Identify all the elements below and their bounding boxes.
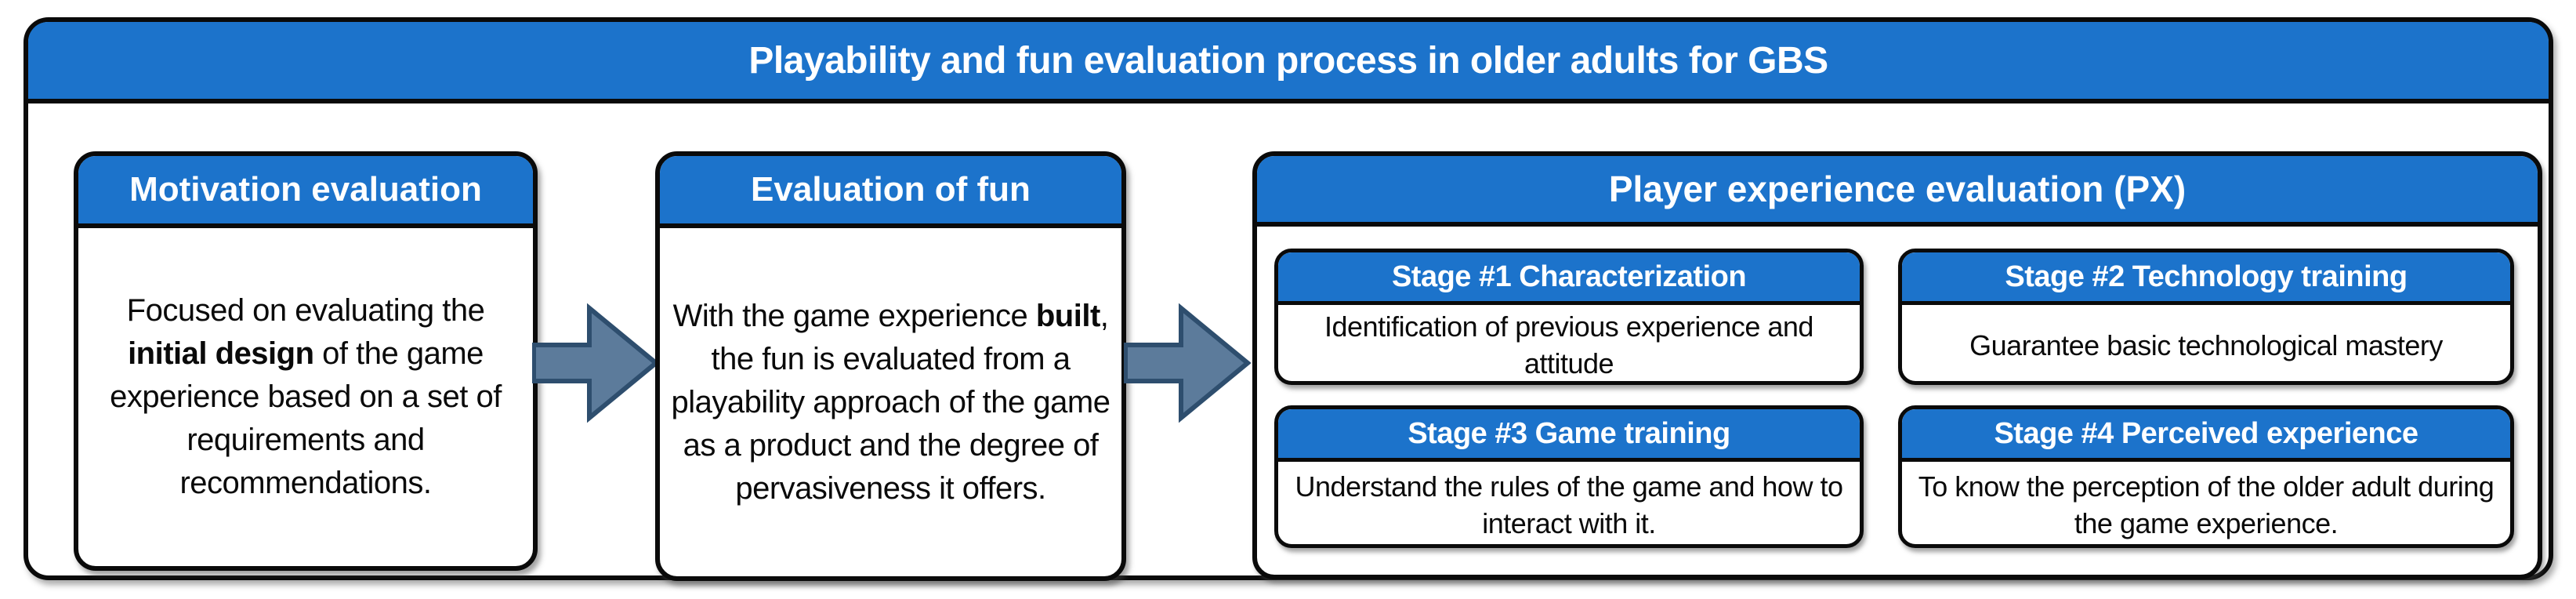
stage-2-body: Guarantee basic technological mastery xyxy=(1902,305,2510,381)
evaluation-of-fun-box: Evaluation of fun With the game experien… xyxy=(655,151,1126,581)
flow-arrow-shape xyxy=(532,303,659,423)
stage-3-text: Understand the rules of the game and how… xyxy=(1295,470,1843,539)
player-experience-evaluation-box: Player experience evaluation (PX) Stage … xyxy=(1252,151,2542,579)
diagram-title-bar: Playability and fun evaluation process i… xyxy=(28,22,2549,103)
stage-4-text: To know the perception of the older adul… xyxy=(1918,470,2494,539)
stage-3-title: Stage #3 Game training xyxy=(1408,416,1730,450)
stage-1-title: Stage #1 Characterization xyxy=(1391,260,1747,293)
evaluation-of-fun-header: Evaluation of fun xyxy=(660,156,1121,228)
process-diagram-frame: Playability and fun evaluation process i… xyxy=(24,17,2553,581)
stage-1-header: Stage #1 Characterization xyxy=(1278,252,1860,305)
evaluation-of-fun-title: Evaluation of fun xyxy=(751,170,1031,209)
fun-text-bold: built xyxy=(1035,298,1100,333)
stage-2-text: Guarantee basic technological mastery xyxy=(1969,329,2443,361)
stage-3-game-training-box: Stage #3 Game training Understand the ru… xyxy=(1274,405,1864,548)
motivation-evaluation-header: Motivation evaluation xyxy=(78,156,533,228)
evaluation-of-fun-text: With the game experience built, the fun … xyxy=(671,295,1110,510)
motivation-evaluation-title: Motivation evaluation xyxy=(129,170,482,209)
motivation-evaluation-body: Focused on evaluating the initial design… xyxy=(78,228,533,566)
motivation-text-post: of the game experience based on a set of… xyxy=(110,336,502,500)
flow-arrow-shape xyxy=(1124,303,1251,423)
motivation-evaluation-box: Motivation evaluation Focused on evaluat… xyxy=(74,151,538,571)
player-experience-evaluation-title: Player experience evaluation (PX) xyxy=(1608,169,2187,209)
flow-arrow-icon xyxy=(532,303,659,423)
stage-3-body: Understand the rules of the game and how… xyxy=(1278,462,1860,544)
flow-arrow-icon xyxy=(1124,303,1251,423)
stage-1-body: Identification of previous experience an… xyxy=(1278,305,1860,381)
stage-3-header: Stage #3 Game training xyxy=(1278,409,1860,462)
stage-4-header: Stage #4 Perceived experience xyxy=(1902,409,2510,462)
motivation-text-pre: Focused on evaluating the xyxy=(126,293,485,328)
fun-text-pre: With the game experience xyxy=(672,298,1036,333)
evaluation-of-fun-body: With the game experience built, the fun … xyxy=(660,228,1121,576)
fun-text-post: , the fun is evaluated from a playabilit… xyxy=(671,298,1110,506)
stage-1-characterization-box: Stage #1 Characterization Identification… xyxy=(1274,249,1864,385)
stage-2-title: Stage #2 Technology training xyxy=(2005,260,2408,293)
stage-4-perceived-experience-box: Stage #4 Perceived experience To know th… xyxy=(1898,405,2514,548)
stage-2-technology-training-box: Stage #2 Technology training Guarantee b… xyxy=(1898,249,2514,385)
stage-4-body: To know the perception of the older adul… xyxy=(1902,462,2510,544)
stage-1-text: Identification of previous experience an… xyxy=(1324,310,1813,379)
stage-2-header: Stage #2 Technology training xyxy=(1902,252,2510,305)
motivation-evaluation-text: Focused on evaluating the initial design… xyxy=(91,289,520,505)
diagram-title: Playability and fun evaluation process i… xyxy=(748,39,1828,82)
stage-4-title: Stage #4 Perceived experience xyxy=(1994,416,2418,450)
motivation-text-bold: initial design xyxy=(128,336,314,371)
player-experience-evaluation-header: Player experience evaluation (PX) xyxy=(1257,156,2538,227)
